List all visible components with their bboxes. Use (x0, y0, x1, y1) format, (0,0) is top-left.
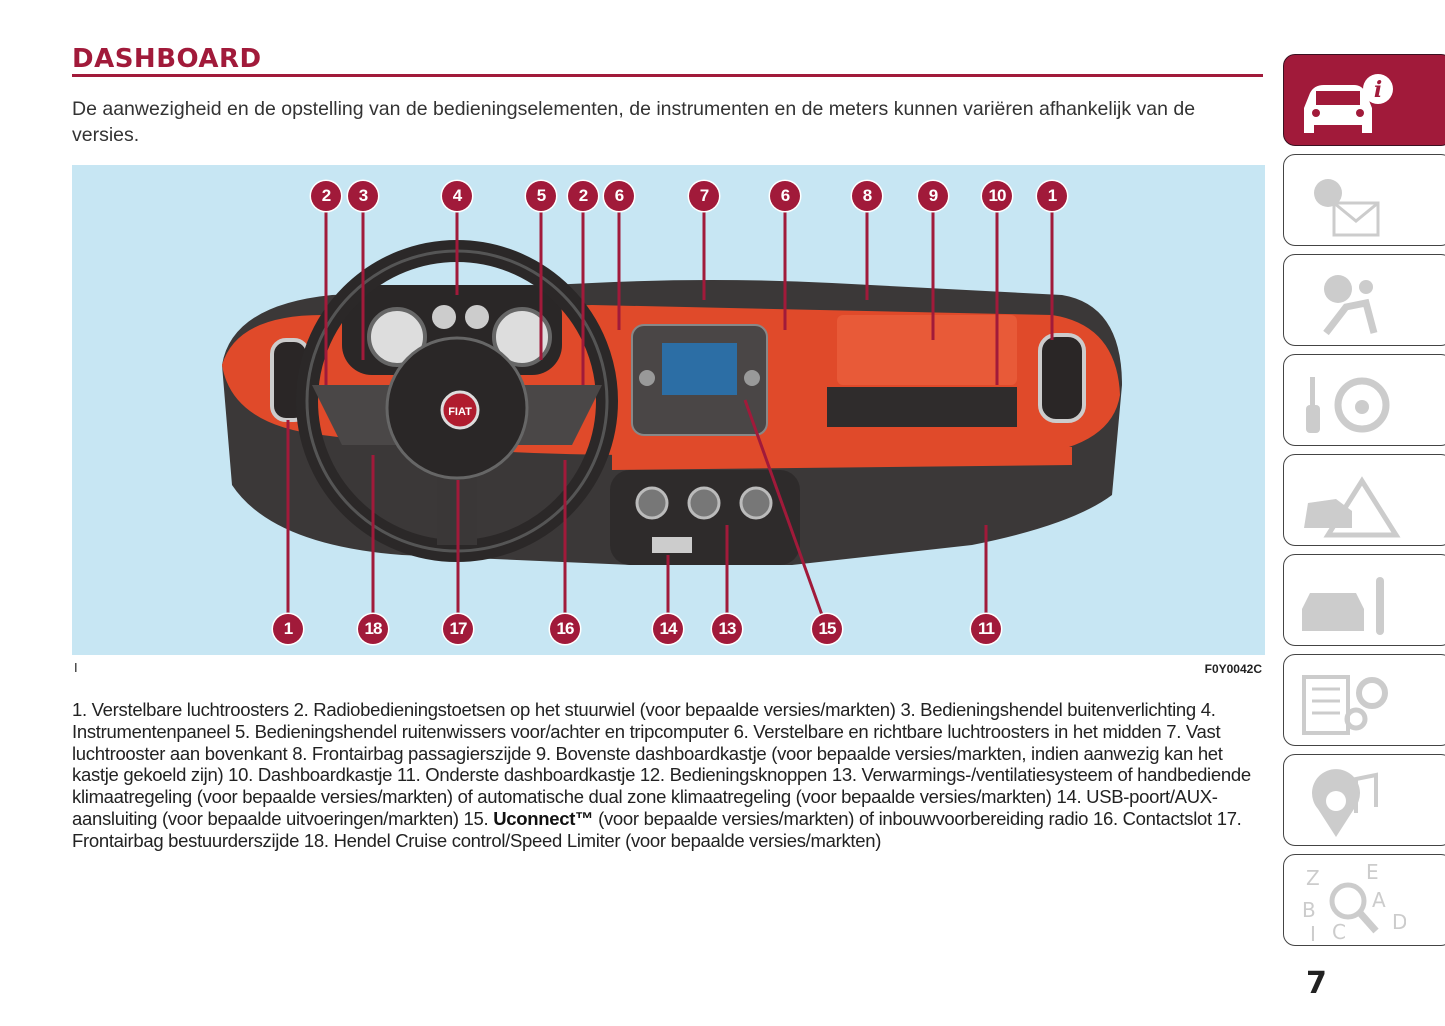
tab-multimedia[interactable] (1283, 754, 1445, 846)
callout-10: 10 (982, 181, 1012, 211)
callout-5: 5 (526, 181, 556, 211)
figure-code: F0Y0042C (1204, 662, 1262, 676)
caption-part1: 1. Verstelbare luchtroosters 2. Radiobed… (72, 699, 1251, 829)
svg-text:C: C (1332, 920, 1346, 943)
callout-2: 2 (568, 181, 598, 211)
callout-6: 6 (770, 181, 800, 211)
tab-emergency[interactable] (1283, 454, 1445, 546)
callout-13: 13 (712, 614, 742, 644)
intro-text: De aanwezigheid en de opstelling van de … (72, 98, 1196, 146)
caption-uconnect: Uconnect™ (493, 807, 594, 829)
callout-7: 7 (689, 181, 719, 211)
dashboard-illustration: FIAT (222, 196, 1122, 630)
svg-text:B: B (1302, 898, 1316, 922)
emergency-icon (1304, 476, 1401, 538)
callout-6: 6 (604, 181, 634, 211)
callout-14: 14 (653, 614, 683, 644)
title-rule (72, 74, 1263, 77)
page-number: 7 (1306, 966, 1327, 1001)
callout-17: 17 (443, 614, 473, 644)
tab-starting-driving[interactable] (1283, 354, 1445, 446)
tab-maintenance[interactable] (1283, 554, 1445, 646)
callout-4: 4 (442, 181, 472, 211)
tab-technical-data[interactable] (1283, 654, 1445, 746)
callout-8: 8 (852, 181, 882, 211)
tab-warning-lights[interactable] (1283, 154, 1445, 246)
callout-1: 1 (1037, 181, 1067, 211)
figure-marker: I (74, 660, 78, 675)
multimedia-icon (1312, 769, 1378, 837)
fiat-badge: FIAT (448, 406, 472, 418)
callout-15: 15 (812, 614, 842, 644)
callout-16: 16 (550, 614, 580, 644)
car-info-icon: i (1304, 74, 1393, 133)
callout-18: 18 (358, 614, 388, 644)
safety-airbag-icon (1323, 275, 1378, 336)
technical-data-icon (1302, 675, 1388, 735)
svg-text:A: A (1372, 888, 1386, 912)
callout-2: 2 (311, 181, 341, 211)
callout-9: 9 (918, 181, 948, 211)
svg-text:Z: Z (1306, 866, 1320, 890)
callout-3: 3 (348, 181, 378, 211)
callout-11: 11 (971, 614, 1001, 644)
car-maintenance-icon (1302, 577, 1384, 635)
caption-part2: (voor bepaalde versies/markten) of inbou… (72, 807, 1242, 851)
svg-text:I: I (1310, 922, 1316, 943)
svg-text:E: E (1366, 863, 1379, 884)
svg-text:i: i (1374, 77, 1382, 103)
key-steering-wheel-icon (1306, 377, 1390, 433)
callout-1: 1 (273, 614, 303, 644)
section-title: DASHBOARD (72, 44, 262, 74)
tab-safety[interactable] (1283, 254, 1445, 346)
tab-car-info[interactable]: i (1283, 54, 1445, 146)
warning-lights-messages-icon (1314, 179, 1380, 237)
svg-text:D: D (1392, 910, 1406, 934)
figure-caption: 1. Verstelbare luchtroosters 2. Radiobed… (72, 699, 1272, 852)
